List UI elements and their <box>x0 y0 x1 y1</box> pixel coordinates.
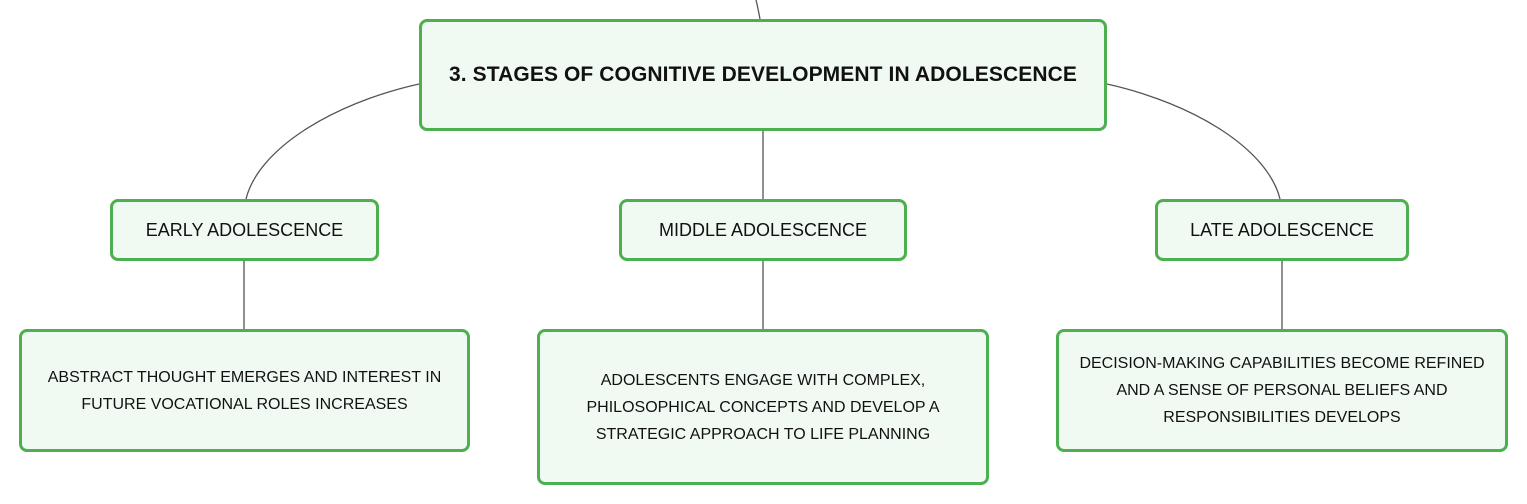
connector-parent-to-root <box>755 0 761 20</box>
root-node-label: 3. STAGES OF COGNITIVE DEVELOPMENT IN AD… <box>449 63 1077 86</box>
detail-node-text: ABSTRACT THOUGHT EMERGES AND INTEREST IN… <box>47 368 442 413</box>
root-node[interactable]: 3. STAGES OF COGNITIVE DEVELOPMENT IN AD… <box>419 19 1107 131</box>
stage-node-label: MIDDLE ADOLESCENCE <box>658 219 868 240</box>
detail-node-text: DECISION-MAKING CAPABILITIES BECOME REFI… <box>1079 355 1485 426</box>
stage-node-middle-adolescence[interactable]: MIDDLE ADOLESCENCE <box>619 199 907 261</box>
detail-node-early-adolescence[interactable]: ABSTRACT THOUGHT EMERGES AND INTEREST IN… <box>19 329 470 452</box>
stage-node-label: EARLY ADOLESCENCE <box>145 219 344 240</box>
detail-node-middle-adolescence[interactable]: ADOLESCENTS ENGAGE WITH COMPLEX, PHILOSO… <box>537 329 989 485</box>
stage-node-label: LATE ADOLESCENCE <box>1190 219 1374 240</box>
detail-node-late-adolescence[interactable]: DECISION-MAKING CAPABILITIES BECOME REFI… <box>1056 329 1508 452</box>
stage-node-early-adolescence[interactable]: EARLY ADOLESCENCE <box>110 199 379 261</box>
detail-node-text: ADOLESCENTS ENGAGE WITH COMPLEX, PHILOSO… <box>586 371 940 443</box>
connector-root-to-late <box>1106 83 1281 200</box>
stage-node-late-adolescence[interactable]: LATE ADOLESCENCE <box>1155 199 1409 261</box>
connector-root-to-early <box>245 83 420 200</box>
